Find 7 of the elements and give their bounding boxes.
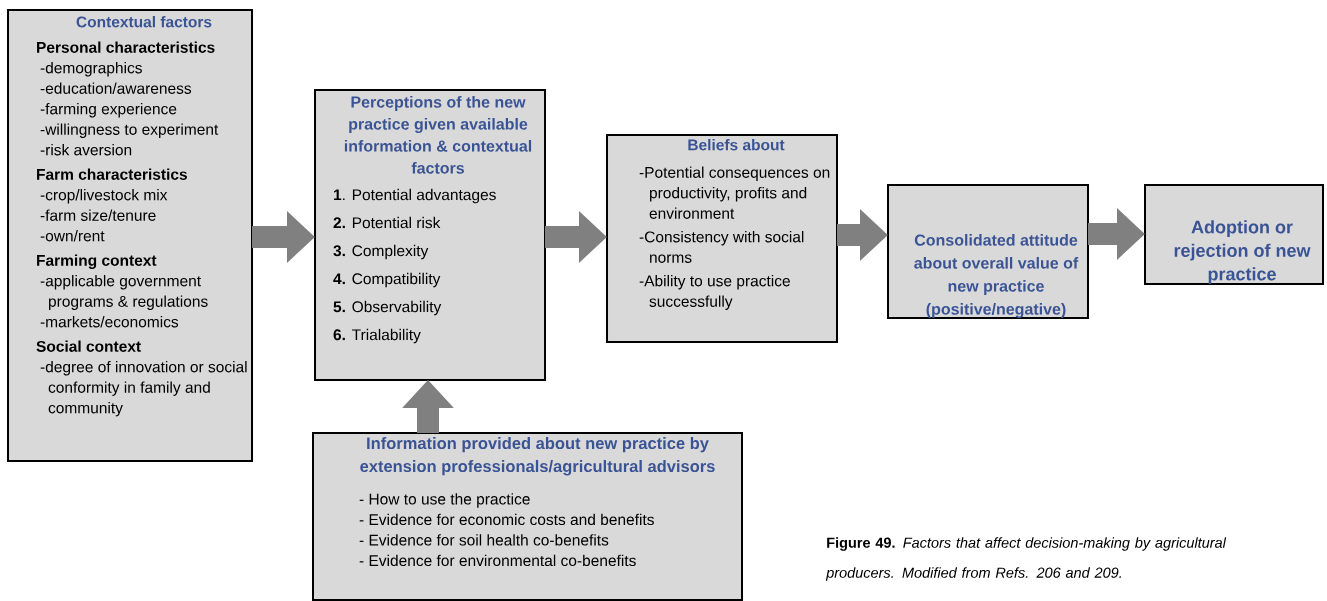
factor-box: Contextual factors Personal characteristics -demographics -education/awareness -farming experience -willingness to experiment -risk aversion Farm characteristics -crop/livestock mix -farm size/tenure -own/rent Farming context -applicable government programs & regulations -markets/economics Social context -degree of innovation or social conformity in family and community [7,9,253,462]
figure-caption: Figure 49. Factors that affect decision-making by agricultural producers. Modified from Refs. 206 and 209. [825,537,1227,581]
process-box: Beliefs about -Potential consequences on productivity, profits and environment -Consistency with social norms -Ability to use practice successfully [606,134,838,343]
process-box: Consolidated attitude about overall value of new practice (positive/negative) [887,184,1089,319]
process-box: Perceptions of the new practice given available information & contextual factors 1. Potential advantages 2. Potential risk 3. Complexity 4. Compatibility 5. Observability 6. Trialability [314,89,546,381]
input-box: Information provided about new practice by extension professionals/agricultural advisors - How to use the practice - Evidence for economic costs and benefits - Evidence for soil health co-benefits - Evidence for environmental co-benefits [312,432,743,601]
outcome-box: Adoption or rejection of new practice [1144,184,1324,285]
